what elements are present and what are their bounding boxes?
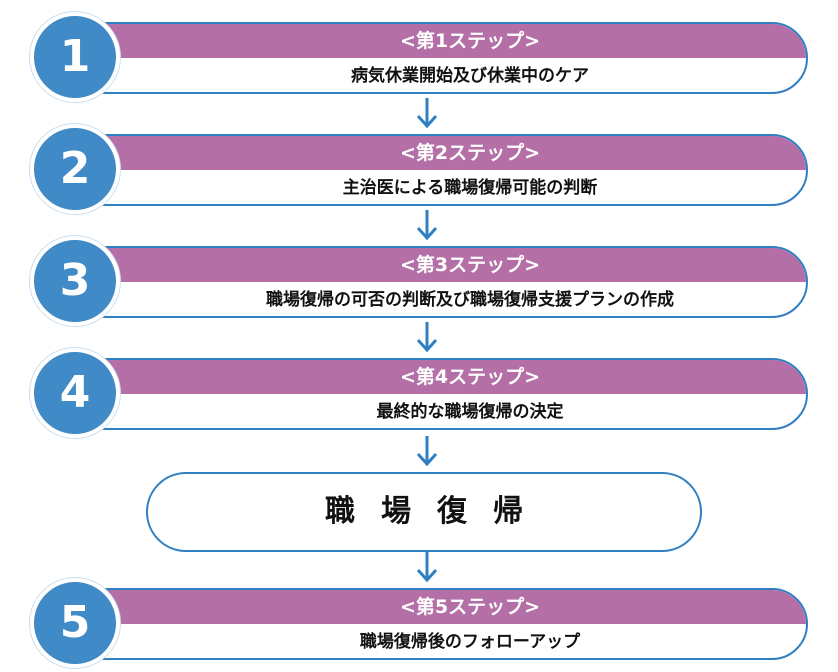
step-1-box: <第1ステップ> 病気休業開始及び休業中のケア <box>72 22 808 94</box>
step-4-description: 最終的な職場復帰の決定 <box>376 402 564 422</box>
step-4-circle <box>30 348 120 438</box>
step-1-circle <box>30 12 120 102</box>
step-3: <第3ステップ> 職場復帰の可否の判断及び職場復帰支援プランの作成 3 <box>30 236 812 326</box>
step-1-title: <第1ステップ> <box>74 24 806 58</box>
step-2-number: 2 <box>59 143 91 194</box>
step-5-description: 職場復帰後のフォローアップ <box>359 632 581 652</box>
down-arrow-icon <box>416 436 438 466</box>
down-arrow-icon <box>416 98 438 128</box>
step-4-number: 4 <box>59 367 91 418</box>
step-1-description: 病気休業開始及び休業中のケア <box>351 66 589 86</box>
step-1-number: 1 <box>59 31 91 82</box>
step-3-box: <第3ステップ> 職場復帰の可否の判断及び職場復帰支援プランの作成 <box>72 246 808 318</box>
step-4-title: <第4ステップ> <box>74 360 806 394</box>
step-4-box: <第4ステップ> 最終的な職場復帰の決定 <box>72 358 808 430</box>
step-3-title: <第3ステップ> <box>74 248 806 282</box>
step-5-number: 5 <box>59 597 91 648</box>
step-2-title: <第2ステップ> <box>74 136 806 170</box>
step-2-description: 主治医による職場復帰可能の判断 <box>342 178 598 198</box>
down-arrow-icon <box>416 322 438 352</box>
step-2-circle <box>30 124 120 214</box>
step-5-box: <第5ステップ> 職場復帰後のフォローアップ <box>72 588 808 660</box>
down-arrow-icon <box>416 210 438 240</box>
step-5-circle <box>30 578 120 668</box>
return-to-work-box: 職場復帰 <box>146 472 702 552</box>
step-3-circle <box>30 236 120 326</box>
step-3-description: 職場復帰の可否の判断及び職場復帰支援プランの作成 <box>266 290 674 310</box>
step-5-title: <第5ステップ> <box>74 590 806 624</box>
step-2-box: <第2ステップ> 主治医による職場復帰可能の判断 <box>72 134 808 206</box>
step-3-number: 3 <box>59 255 91 306</box>
down-arrow-icon <box>416 552 438 582</box>
step-1: <第1ステップ> 病気休業開始及び休業中のケア 1 <box>30 12 812 102</box>
step-4: <第4ステップ> 最終的な職場復帰の決定 4 <box>30 348 812 438</box>
step-5: <第5ステップ> 職場復帰後のフォローアップ 5 <box>30 578 812 668</box>
step-2: <第2ステップ> 主治医による職場復帰可能の判断 2 <box>30 124 812 214</box>
